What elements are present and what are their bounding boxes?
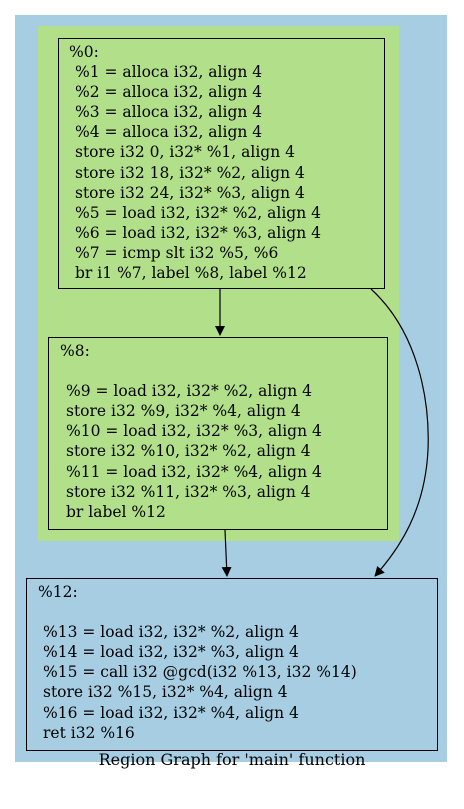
node-8-line: br label %12 (66, 502, 166, 521)
node-8-line: store i32 %10, i32* %2, align 4 (66, 442, 311, 461)
graph-title: Region Graph for 'main' function (98, 750, 366, 769)
node-12-label: %12: (38, 583, 78, 601)
node-8-line: %11 = load i32, i32* %4, align 4 (66, 462, 322, 481)
inner-region (38, 26, 399, 541)
node-8-line: %10 = load i32, i32* %3, align 4 (66, 422, 322, 441)
node-0-line: %2 = alloca i32, align 4 (75, 83, 263, 102)
node-12-line: %14 = load i32, i32* %3, align 4 (43, 643, 299, 662)
node-0-line: %6 = load i32, i32* %3, align 4 (75, 223, 321, 242)
edge-8-to-12 (221, 529, 232, 577)
node-0-label: %0: (69, 43, 99, 61)
node-0-line: store i32 18, i32* %2, align 4 (75, 163, 305, 182)
node-12-line: %16 = load i32, i32* %4, align 4 (43, 703, 299, 722)
node-8-line: %9 = load i32, i32* %2, align 4 (66, 382, 312, 401)
node-8-line (60, 361, 387, 381)
node-12-line: ret i32 %16 (43, 723, 135, 742)
node-0-line: %1 = alloca i32, align 4 (75, 63, 263, 82)
node-0-line: %4 = alloca i32, align 4 (75, 123, 263, 142)
node-8: %8: %9 = load i32, i32* %2, align 4 stor… (48, 337, 388, 530)
node-0-line: %7 = icmp slt i32 %5, %6 (75, 243, 279, 262)
node-0-line: store i32 0, i32* %1, align 4 (75, 143, 295, 162)
node-12-line: %13 = load i32, i32* %2, align 4 (43, 623, 299, 642)
node-8-label: %8: (60, 342, 90, 360)
node-12-line: %15 = call i32 @gcd(i32 %13, i32 %14) (43, 663, 357, 682)
node-12-line (38, 602, 437, 622)
edge-0-to-12 (370, 288, 429, 577)
node-8-line: store i32 %11, i32* %3, align 4 (66, 482, 311, 501)
node-0: %0: %1 = alloca i32, align 4 %2 = alloca… (58, 38, 385, 289)
node-0-line: %3 = alloca i32, align 4 (75, 103, 263, 122)
node-0-line: store i32 24, i32* %3, align 4 (75, 183, 305, 202)
node-12-line: store i32 %15, i32* %4, align 4 (43, 683, 288, 702)
node-0-line: %5 = load i32, i32* %2, align 4 (75, 203, 321, 222)
node-8-line: store i32 %9, i32* %4, align 4 (66, 402, 301, 421)
node-12: %12: %13 = load i32, i32* %2, align 4 %1… (26, 578, 438, 751)
node-0-line: br i1 %7, label %8, label %12 (75, 264, 307, 283)
